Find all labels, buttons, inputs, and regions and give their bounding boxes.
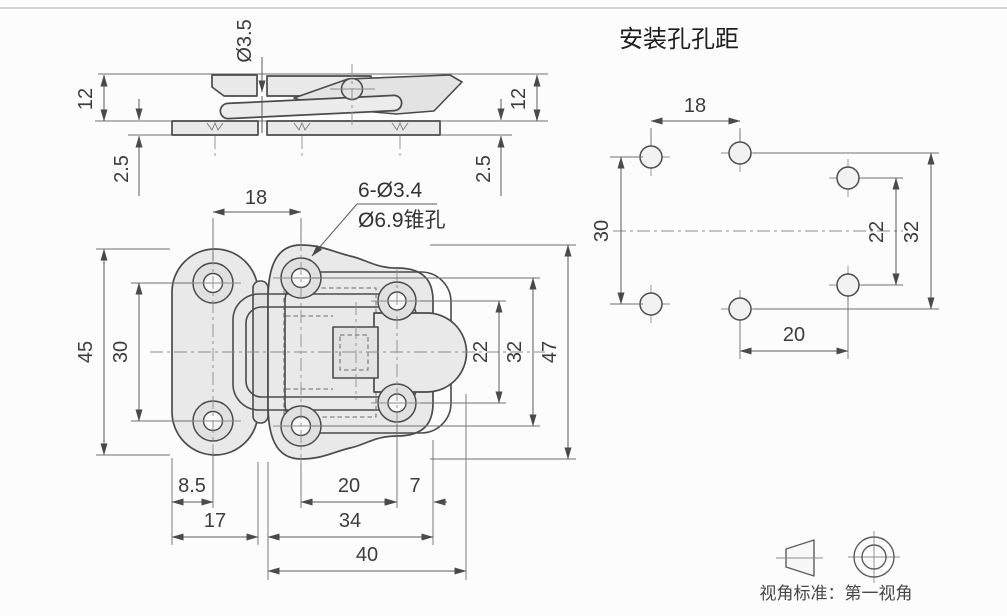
dim-label-32-pattern: 32 xyxy=(901,221,923,243)
dim-label-47: 47 xyxy=(539,341,561,363)
dim-label-wire-dia: Ø3.5 xyxy=(234,19,256,62)
hole-pattern-title: 安装孔孔距 xyxy=(619,26,739,53)
dim-label-18-pattern: 18 xyxy=(684,95,706,117)
dim-label-32-front: 32 xyxy=(504,341,526,363)
dim-label-8-5: 8.5 xyxy=(178,475,206,497)
dim-label-17: 17 xyxy=(204,510,226,532)
dim-label-22-front: 22 xyxy=(470,341,492,363)
dim-label-40: 40 xyxy=(356,544,378,566)
projection-note: 视角标准：第一视角 xyxy=(760,531,913,603)
dim-label-thickness-left: 2.5 xyxy=(111,155,133,183)
dim-label-30-front: 30 xyxy=(110,341,132,363)
dim-label-34: 34 xyxy=(339,510,361,532)
side-base-plate-left xyxy=(171,120,259,136)
projection-label: 视角标准：第一视角 xyxy=(760,584,913,603)
front-view: 6-Ø3.4 Ø6.9锥孔 18 45 30 22 32 47 xyxy=(75,179,576,580)
side-base-plate-right xyxy=(266,120,441,136)
first-angle-frustum-icon xyxy=(776,539,823,577)
dim-label-18-front: 18 xyxy=(245,187,267,209)
hole-callout-line2: Ø6.9锥孔 xyxy=(358,209,446,232)
dim-label-thickness-right: 2.5 xyxy=(473,155,495,183)
dim-label-height-right: 12 xyxy=(508,88,530,110)
hole-callout-line1: 6-Ø3.4 xyxy=(358,179,423,202)
first-angle-circles-icon xyxy=(848,531,900,583)
dim-label-20-front: 20 xyxy=(338,475,360,497)
dim-label-20-pattern: 20 xyxy=(783,324,805,346)
dim-label-22-pattern: 22 xyxy=(866,221,888,243)
hole-pattern-view: 安装孔孔距 18 30 22 xyxy=(591,26,939,359)
dim-label-height-left: 12 xyxy=(75,88,97,110)
dim-label-45: 45 xyxy=(75,341,97,363)
hidden-outline xyxy=(283,287,377,418)
side-catch-block xyxy=(211,74,258,97)
dim-label-7: 7 xyxy=(409,475,420,497)
dim-label-30-pattern: 30 xyxy=(591,220,613,242)
latch-tongue xyxy=(373,312,468,393)
side-view: Ø3.5 12 2.5 12 2.5 xyxy=(75,19,548,196)
